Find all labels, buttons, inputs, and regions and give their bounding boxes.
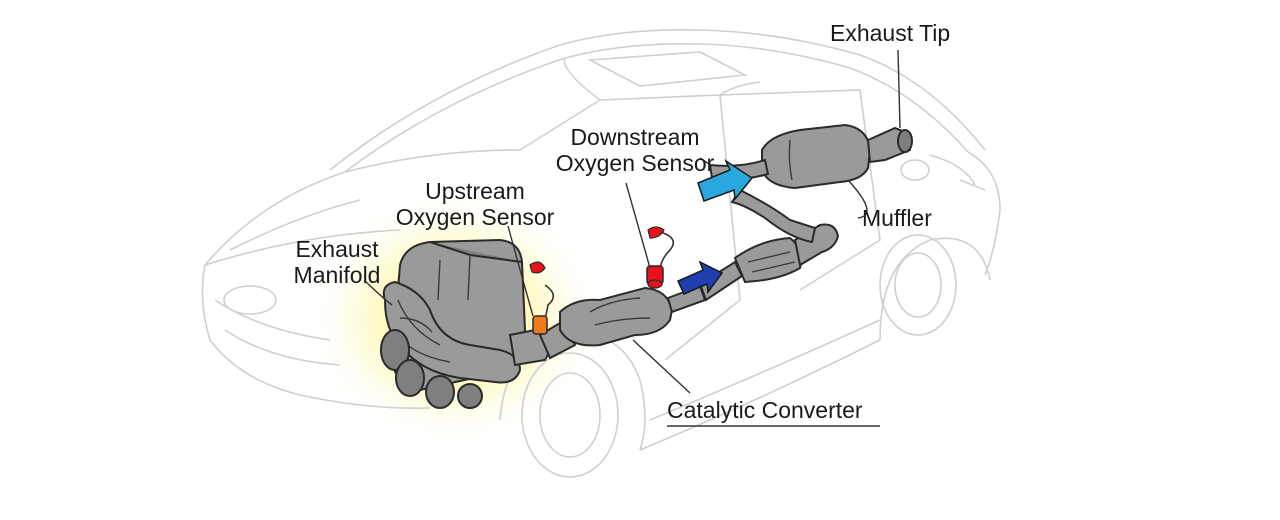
upstream-sensor-label: Upstream Oxygen Sensor [390, 178, 560, 230]
over-axle-pipe [730, 188, 817, 244]
manifold-label-line2: Manifold [293, 262, 381, 288]
upstream-oxygen-sensor [529, 261, 555, 335]
downstream-label-line2: Oxygen Sensor [555, 150, 715, 176]
muffler-label: Muffler [862, 205, 932, 231]
leader-lines [364, 49, 901, 427]
downstream-oxygen-sensor [646, 226, 675, 289]
exhaust-tip-label: Exhaust Tip [830, 20, 951, 46]
flow-arrow-front-icon [676, 260, 724, 295]
exhaust-manifold [380, 280, 551, 409]
exhaust-tip-part [866, 126, 913, 164]
manifold-label-line1: Exhaust [295, 236, 379, 262]
catalytic-converter-label: Catalytic Converter [667, 397, 863, 423]
catalytic-converter [559, 284, 707, 347]
upstream-label-line1: Upstream [425, 178, 525, 204]
exhaust-manifold-label: Exhaust Manifold [282, 236, 392, 288]
downstream-sensor-label: Downstream Oxygen Sensor [555, 124, 715, 176]
upstream-label-line2: Oxygen Sensor [395, 204, 555, 230]
secondary-converter [733, 236, 803, 284]
muffler-part [761, 123, 872, 190]
downstream-label-line1: Downstream [570, 124, 700, 150]
flow-arrow-rear-icon [697, 158, 754, 202]
